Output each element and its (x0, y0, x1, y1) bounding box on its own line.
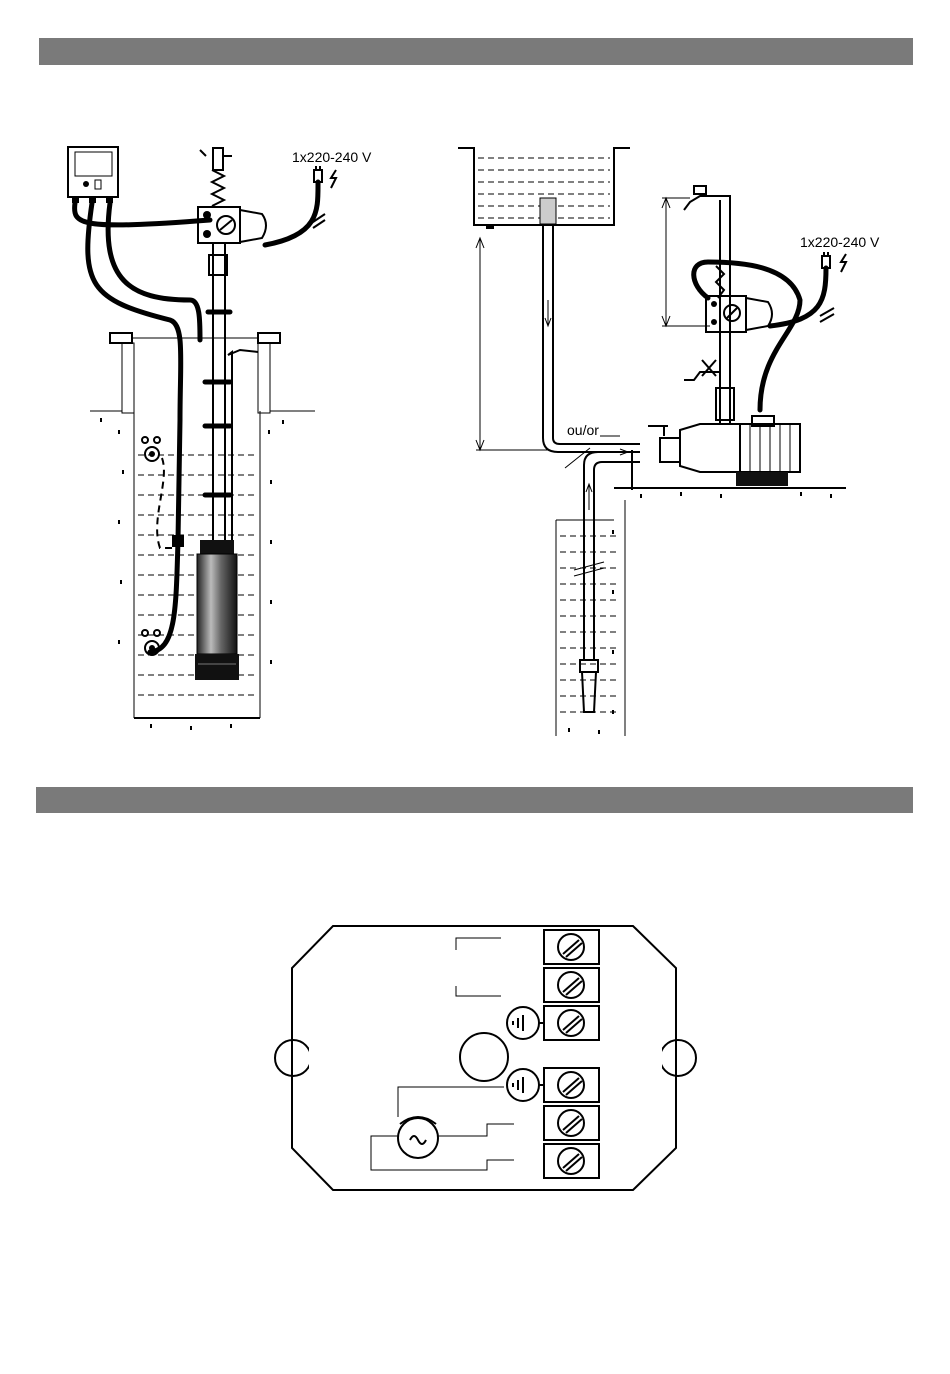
terminal-2 (544, 968, 599, 1002)
ground-wire (398, 1087, 504, 1117)
motor-wire-2 (438, 1124, 514, 1136)
terminal-4 (544, 1068, 599, 1102)
control-box-icon (68, 147, 118, 203)
submersible-pump-icon (195, 540, 239, 680)
voltage-label: 1x220-240 V (292, 149, 372, 165)
tank-strainer (540, 198, 556, 224)
cable-gland (460, 1033, 508, 1081)
terminal-5 (544, 1106, 599, 1140)
outlet-tap-icon (684, 186, 730, 210)
lightning-icon (331, 170, 336, 188)
source-water (560, 536, 620, 712)
supply-cable (265, 182, 318, 245)
surface-pump-icon (680, 416, 800, 486)
terminal-box-diagram (275, 926, 696, 1190)
foot-valve-icon (580, 660, 598, 712)
terminal-6 (544, 1144, 599, 1178)
ground-icon (507, 1069, 544, 1101)
alternative-label: ou/or (567, 422, 599, 438)
crossed-tap-icon (684, 360, 720, 380)
flexible-hose (212, 170, 224, 206)
motor-cable (694, 262, 800, 410)
voltage-label-right: 1x220-240 V (800, 234, 880, 250)
pressure-control-unit-icon (706, 296, 772, 332)
submersible-well-installation: 1x220-240 V (68, 147, 372, 718)
tap-body (213, 148, 223, 170)
pressure-control-unit-icon (198, 207, 266, 243)
surface-pump-installation: ou/or (458, 148, 880, 736)
terminal-3 (544, 1006, 599, 1040)
switch-contact-lower (456, 986, 501, 996)
switch-contact-upper (456, 938, 501, 950)
terminal-box-outline (292, 926, 676, 1190)
ac-motor-icon (398, 1117, 438, 1158)
mounting-hole-right (660, 1040, 696, 1076)
lightning-icon (841, 254, 846, 272)
inlet-valve-icon (648, 426, 680, 462)
upper-float-switch-icon (142, 437, 160, 461)
ground-icon (507, 1007, 544, 1039)
power-cable (75, 203, 210, 225)
terminal-1 (544, 930, 599, 964)
motor-wire-1 (371, 1136, 514, 1170)
